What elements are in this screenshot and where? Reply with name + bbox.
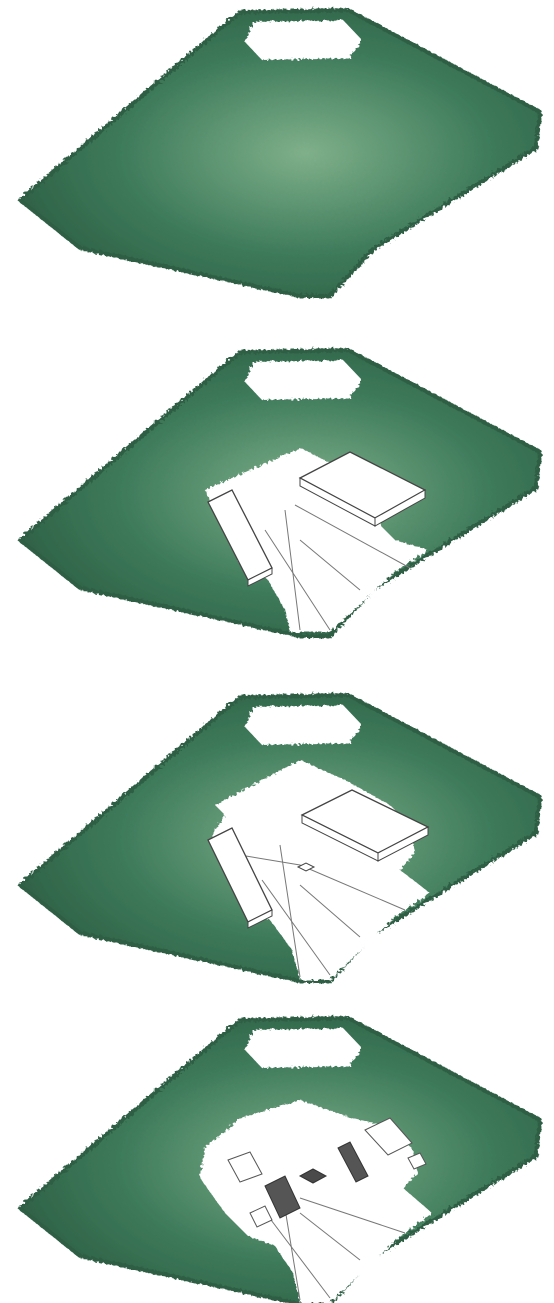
top-clearing bbox=[245, 20, 362, 60]
stage-2-initial-clearing bbox=[20, 350, 540, 636]
top-clearing bbox=[245, 1028, 362, 1068]
top-clearing bbox=[245, 705, 362, 745]
stage-3-expanded-clearing bbox=[20, 695, 540, 981]
stage-1-untouched-forest bbox=[20, 10, 540, 296]
top-clearing bbox=[245, 360, 362, 400]
stage-4-regrowth-ruins bbox=[20, 1018, 540, 1303]
